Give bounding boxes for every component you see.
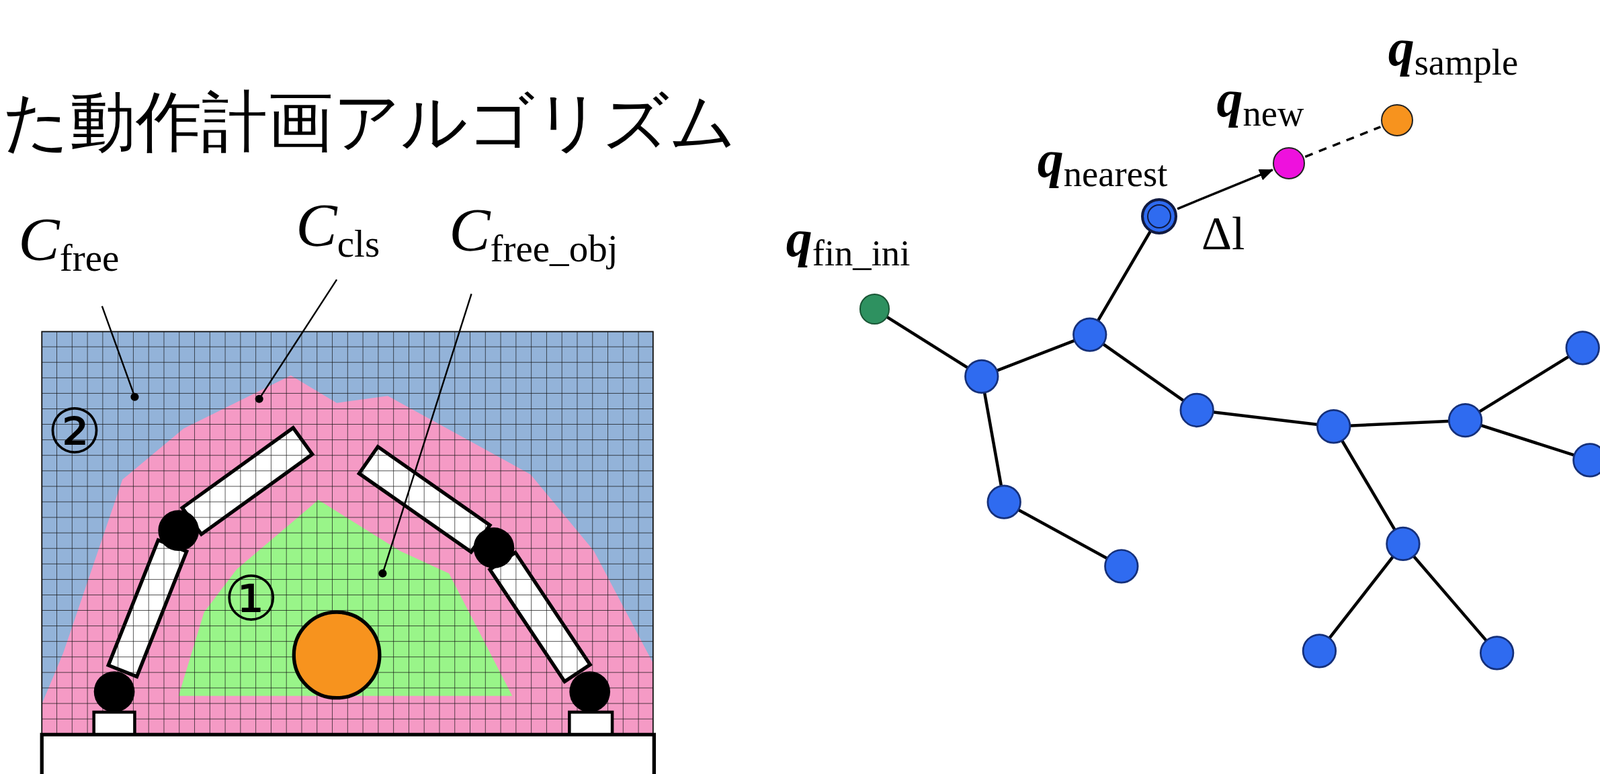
region-label: Cfree_obj	[448, 198, 618, 268]
connector	[1177, 170, 1273, 209]
vertex-label: qfin_ini	[786, 212, 911, 272]
tree-vertex: qnew	[1272, 147, 1306, 181]
robot-joints	[94, 510, 611, 713]
leader-lines	[102, 279, 472, 571]
vertex-label: qsample	[1388, 21, 1519, 81]
callout-number: ①	[223, 568, 279, 631]
tree-vertex: qfin_ini	[859, 293, 891, 325]
callout-number: ②	[47, 401, 103, 463]
robot-bases	[94, 712, 613, 735]
vertex-label: qnew	[1216, 72, 1305, 132]
tree-vertex: qsample	[1380, 104, 1414, 138]
tree-vertices	[964, 318, 1600, 670]
region-label: Cfree	[18, 208, 119, 277]
tree-vertex: qnearest	[1141, 198, 1178, 236]
table	[41, 734, 654, 774]
vertex-label: qnearest	[1037, 133, 1168, 193]
slide-title: た動作計画アルゴリズム	[2, 86, 737, 159]
object	[293, 612, 380, 699]
edge-label: Δl	[1201, 210, 1245, 258]
configuration-space	[41, 331, 654, 774]
connector	[1304, 127, 1381, 157]
region-label: Ccls	[295, 194, 380, 263]
tree-edges	[874, 216, 1590, 654]
leader-dots	[130, 393, 387, 578]
